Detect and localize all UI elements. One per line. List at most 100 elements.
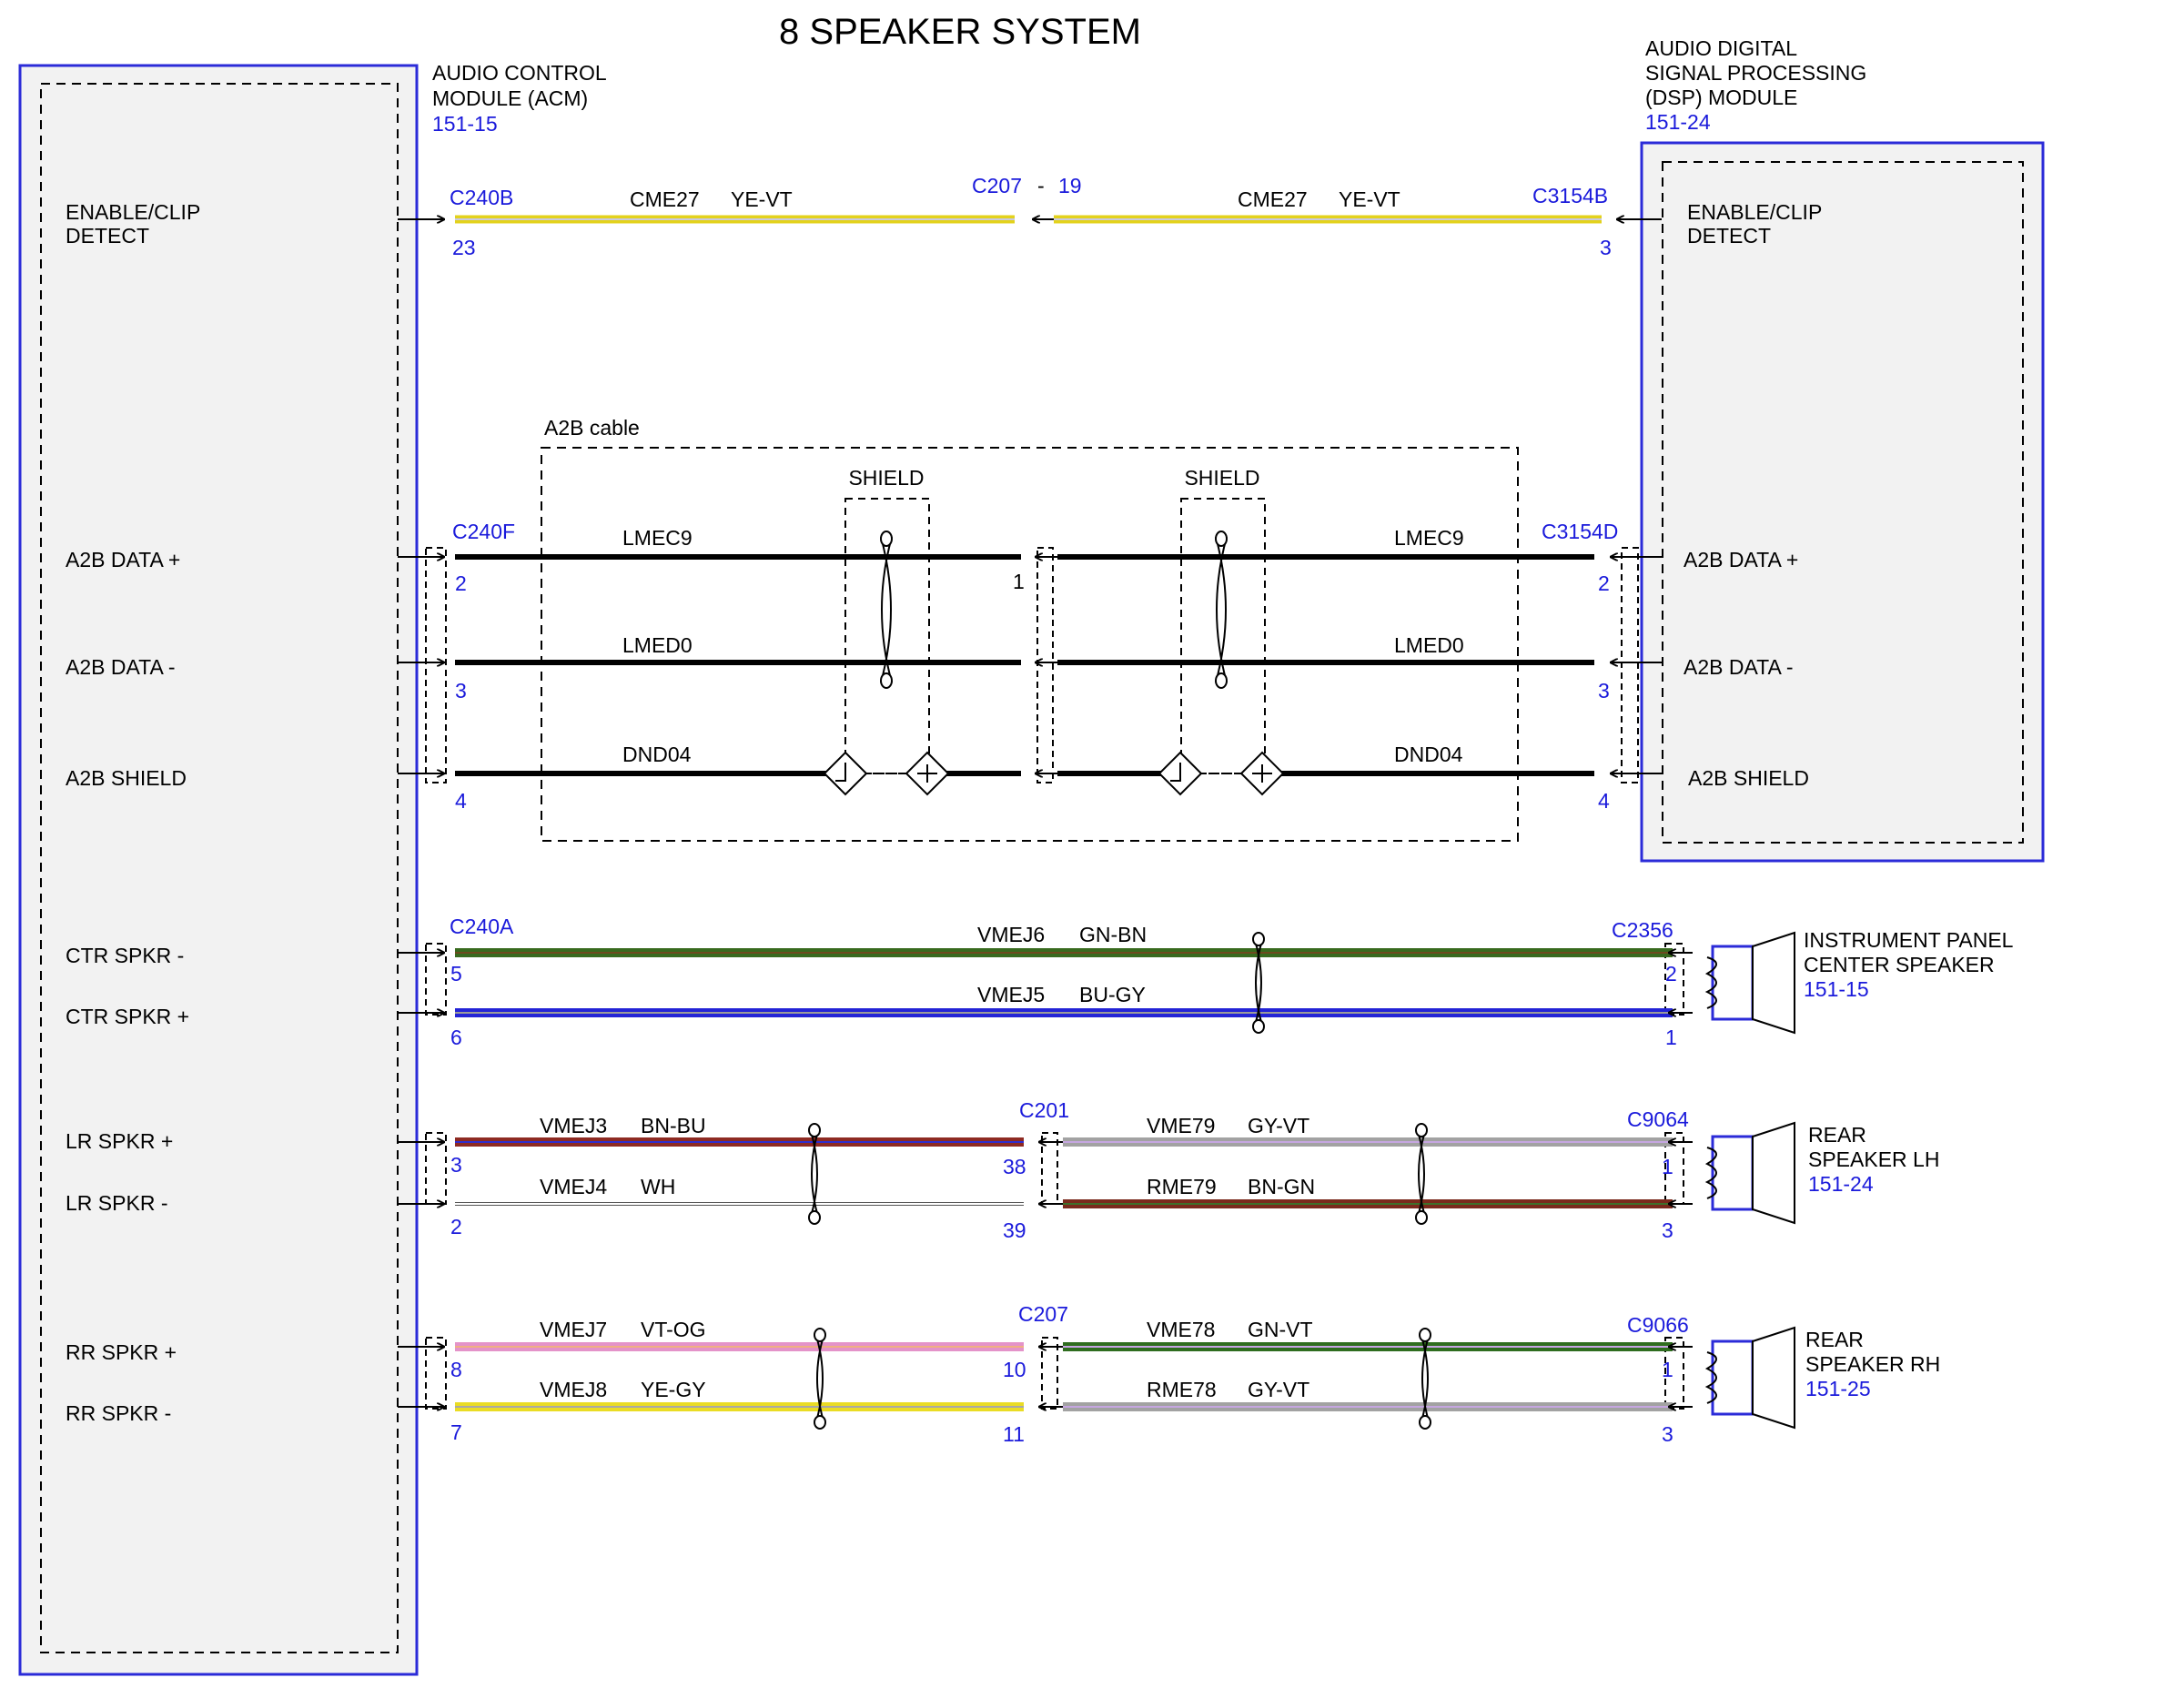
dsp-pin-a2b-shield: A2B SHIELD <box>1688 766 1809 790</box>
rear-lh-speaker-icon <box>1669 1121 1795 1225</box>
rear-rh-speaker-name-2: SPEAKER RH <box>1805 1352 1940 1376</box>
enable-left-color: YE-VT <box>731 187 793 211</box>
a2b-cable-outline <box>541 447 1519 842</box>
a2bp-right-circuit: LMEC9 <box>1394 526 1464 550</box>
connector-c240b: C240B <box>450 186 513 209</box>
connector-c207: C207 <box>972 174 1022 197</box>
enable-right-color: YE-VT <box>1339 187 1400 211</box>
connector-c201: C201 <box>1019 1098 1069 1122</box>
acm-pin-lr-spkr-plus: LR SPKR + <box>66 1129 173 1153</box>
rear-lh-speaker-name-2: SPEAKER LH <box>1808 1147 1939 1171</box>
acm-name-line-1: AUDIO CONTROL <box>432 61 607 85</box>
rrp-right-color: GN-VT <box>1248 1318 1313 1341</box>
pin-shield-dsp: 4 <box>1598 789 1610 813</box>
pin-rrp-spk: 1 <box>1662 1358 1673 1381</box>
pin-a2bm-dsp: 3 <box>1598 679 1610 702</box>
lrp-right-color: GY-VT <box>1248 1114 1309 1137</box>
lr-twist-left-icon <box>808 1123 821 1225</box>
lr-twist-right-icon <box>1415 1123 1428 1225</box>
acm-inner-boundary <box>40 83 399 1653</box>
acm-pin-ctr-spkr-plus: CTR SPKR + <box>66 1005 189 1028</box>
lrm-right-circuit: RME79 <box>1147 1175 1217 1198</box>
rrp-left-color: VT-OG <box>641 1318 706 1341</box>
connector-c207-pin: 19 <box>1058 174 1082 197</box>
shield-left-outline <box>844 498 930 774</box>
rrm-right-color: GY-VT <box>1248 1378 1309 1401</box>
pin-lrm-acm: 2 <box>450 1215 462 1238</box>
pin-lrp-c201: 38 <box>1003 1155 1026 1178</box>
dsp-pin-enable-line-2: DETECT <box>1687 224 1771 248</box>
pin-rrp-acm: 8 <box>450 1358 462 1381</box>
dsp-module: AUDIO DIGITAL SIGNAL PROCESSING (DSP) MO… <box>1640 36 2045 863</box>
acm-pin-a2b-data-plus: A2B DATA + <box>66 548 180 571</box>
ctrp-color: BU-GY <box>1079 983 1146 1006</box>
shield-ground-3-icon <box>1158 751 1203 796</box>
rr-twist-left-icon <box>814 1328 826 1430</box>
connector-c207-rr: C207 <box>1018 1302 1068 1326</box>
enable-left-circuit: CME27 <box>630 187 700 211</box>
lrm-left-circuit: VMEJ4 <box>540 1175 607 1198</box>
rrp-left-circuit: VMEJ7 <box>540 1318 607 1341</box>
dsp-pin-enable-line-1: ENABLE/CLIP <box>1687 200 1822 224</box>
rr-twist-right-icon <box>1419 1328 1431 1430</box>
shield-right-outline <box>1180 498 1266 774</box>
shield-left-circuit: DND04 <box>622 743 692 766</box>
dsp-ref: 151-24 <box>1645 110 1711 134</box>
rrp-right-circuit: VME78 <box>1147 1318 1215 1341</box>
pin-ctrm-spk: 2 <box>1665 962 1677 986</box>
c240f-connector-outline <box>425 547 447 783</box>
pin-ctrp-acm: 6 <box>450 1026 462 1049</box>
c240a-connector-outline <box>425 943 447 1016</box>
rear-rh-speaker-ref: 151-25 <box>1805 1377 1871 1400</box>
connector-c3154b: C3154B <box>1532 184 1608 207</box>
ctrp-circuit: VMEJ5 <box>977 983 1045 1006</box>
lrm-left-color: WH <box>641 1175 675 1198</box>
c240-lr-connector-outline <box>425 1132 447 1205</box>
dsp-module-outline <box>1640 141 2045 863</box>
connector-c207-dash: - <box>1037 174 1045 197</box>
pin-rrm-c207: 11 <box>1003 1422 1025 1446</box>
dsp-pin-a2b-data-minus: A2B DATA - <box>1684 655 1794 679</box>
a2b-cable-label: A2B cable <box>544 416 640 440</box>
pin-enable-acm: 23 <box>452 236 476 259</box>
ctrm-circuit: VMEJ6 <box>977 923 1045 946</box>
pin-a2bm-acm: 3 <box>455 679 467 702</box>
ctr-twist-icon <box>1252 932 1265 1034</box>
acm-ref: 151-15 <box>432 112 498 136</box>
connector-c240a: C240A <box>450 915 514 938</box>
pin-ctrp-spk: 1 <box>1665 1026 1677 1049</box>
a2bp-left-circuit: LMEC9 <box>622 526 693 550</box>
a2bm-right-circuit: LMED0 <box>1394 633 1464 657</box>
enable-right-circuit: CME27 <box>1238 187 1308 211</box>
dsp-name-line-2: SIGNAL PROCESSING <box>1645 61 1866 85</box>
dsp-inner-boundary <box>1662 161 2024 844</box>
shield-ground-4-icon <box>1239 751 1285 796</box>
pin-lrm-c201: 39 <box>1003 1218 1026 1242</box>
rear-rh-speaker-icon <box>1669 1326 1795 1430</box>
rrm-left-color: YE-GY <box>641 1378 706 1401</box>
pin-lrp-spk: 1 <box>1662 1155 1673 1178</box>
acm-pin-rr-spkr-plus: RR SPKR + <box>66 1340 177 1364</box>
acm-module-outline <box>18 64 419 1676</box>
pin-rrm-acm: 7 <box>450 1420 462 1444</box>
rear-lh-speaker-ref: 151-24 <box>1808 1172 1874 1196</box>
center-speaker-ref: 151-15 <box>1804 977 1869 1001</box>
pin-shield-acm: 4 <box>455 789 467 813</box>
acm-pin-a2b-data-minus: A2B DATA - <box>66 655 176 679</box>
c201-connector-outline <box>1041 1132 1058 1205</box>
center-speaker-name-1: INSTRUMENT PANEL <box>1804 928 2014 952</box>
rrm-right-circuit: RME78 <box>1147 1378 1217 1401</box>
lrp-right-circuit: VME79 <box>1147 1114 1215 1137</box>
center-speaker-name-2: CENTER SPEAKER <box>1804 953 1995 976</box>
rrm-left-circuit: VMEJ8 <box>540 1378 607 1401</box>
pin-ctrm-acm: 5 <box>450 962 462 986</box>
shield-right-circuit: DND04 <box>1394 743 1463 766</box>
rear-rh-speaker-name-1: REAR <box>1805 1328 1864 1351</box>
pin-rrp-c207: 10 <box>1003 1358 1026 1381</box>
pin-lrm-spk: 3 <box>1662 1218 1673 1242</box>
lrp-left-color: BN-BU <box>641 1114 706 1137</box>
acm-pin-enable-line-2: DETECT <box>66 224 149 248</box>
diagram-title: 8 SPEAKER SYSTEM <box>779 12 1141 52</box>
a2bm-left-circuit: LMED0 <box>622 633 693 657</box>
